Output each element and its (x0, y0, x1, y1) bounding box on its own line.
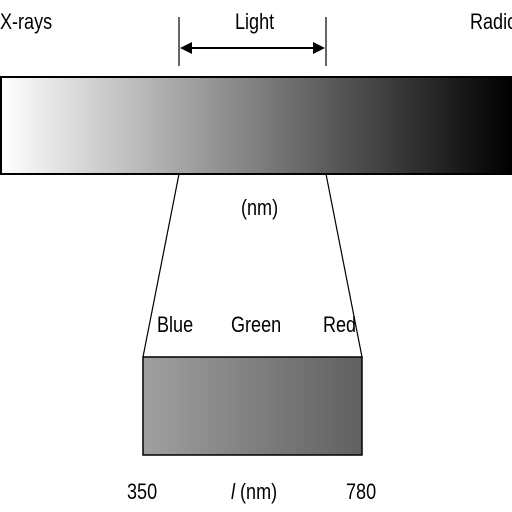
label-blue: Blue (157, 312, 194, 337)
label-min-wavelength: 350 (127, 479, 158, 504)
label-max-wavelength: 780 (346, 479, 377, 504)
wavelength-symbol: l (231, 479, 236, 504)
label-light: Light (235, 9, 275, 34)
label-red: Red (323, 312, 357, 337)
light-range-arrowhead-right (313, 42, 325, 54)
label-radio: Radio (470, 9, 512, 34)
label-green: Green (231, 312, 282, 337)
wavelength-axis-unit: (nm) (235, 479, 278, 504)
projection-line-right (325, 173, 363, 358)
label-nm-unit: (nm) (241, 195, 279, 220)
electromagnetic-spectrum-bar (0, 76, 512, 175)
light-range-arrowhead-left (180, 42, 192, 54)
projection-line-left (142, 173, 180, 358)
label-wavelength-axis: l (nm) (231, 481, 277, 503)
visible-light-bar (142, 356, 363, 456)
label-x-rays: X-rays (0, 9, 53, 34)
